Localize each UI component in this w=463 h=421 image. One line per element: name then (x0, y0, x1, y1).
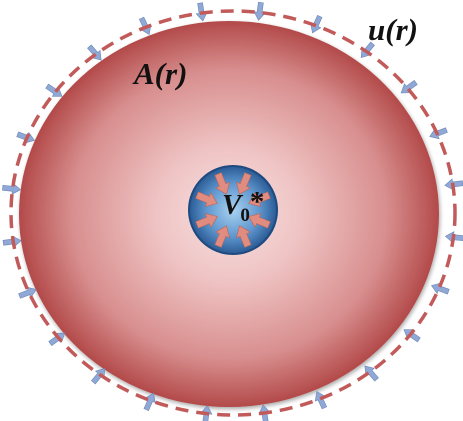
dashed-boundary-ring (9, 9, 457, 417)
shell-field-label: A(r) (134, 56, 188, 91)
core-inward-arrow-icon (235, 172, 252, 195)
boundary-inward-arrow-icon (87, 44, 102, 61)
boundary-inward-arrow-icon (253, 1, 266, 21)
core-inward-arrow-icon (214, 225, 231, 248)
core-symbol: V (222, 189, 242, 221)
core-inward-arrow-icon (248, 212, 271, 229)
core-superscript: * (249, 186, 265, 218)
core-sphere (188, 165, 278, 255)
core-inward-arrow-icon (195, 212, 218, 229)
core-inward-arrow-icon (214, 172, 231, 195)
core-inward-arrow-icon (235, 225, 252, 248)
boundary-inward-arrow-icon (431, 282, 450, 295)
core-inward-arrow-icon (248, 191, 271, 208)
core-arrows (195, 172, 271, 248)
boundary-inward-arrow-icon (91, 368, 106, 385)
core-label: V0* (222, 188, 264, 226)
core-subscript: 0 (240, 205, 250, 226)
outer-field-label: u(r) (368, 12, 418, 47)
core-inward-arrow-icon (195, 191, 218, 208)
